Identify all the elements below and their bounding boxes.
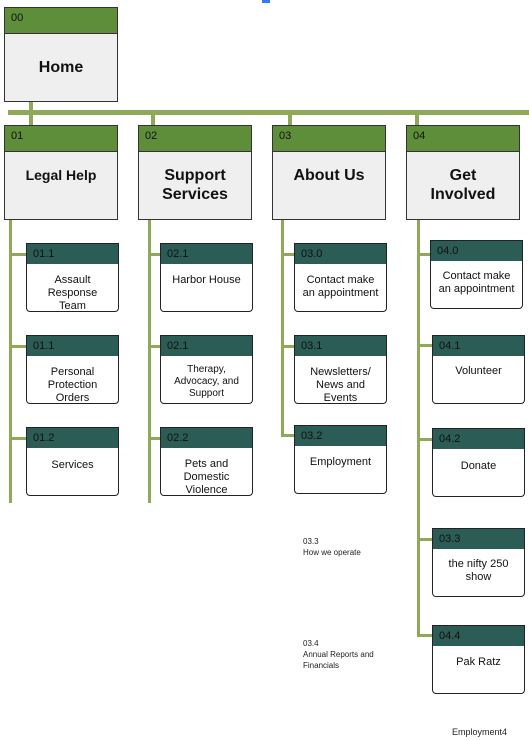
node-code: 01.1 <box>26 243 119 264</box>
node-code: 01.1 <box>26 335 119 356</box>
subpage-donate[interactable]: 04.2 Donate <box>432 428 525 497</box>
node-code: 04.1 <box>432 335 525 356</box>
branch <box>9 345 28 348</box>
node-code: 02 <box>138 125 252 152</box>
section-about-us[interactable]: 03 About Us <box>272 125 386 220</box>
section-support-services[interactable]: 02 Support Services <box>138 125 252 220</box>
subpage-nifty-250-show[interactable]: 03.3 the nifty 250 show <box>432 528 525 597</box>
node-label: Contact make an appointment <box>294 264 387 312</box>
node-label: Employment <box>294 446 387 494</box>
note-label: How we operate <box>303 548 361 557</box>
home-node[interactable]: 00 Home <box>4 7 118 102</box>
node-label: Services <box>26 448 119 496</box>
node-code: 02.1 <box>160 243 253 264</box>
node-code: 01.2 <box>26 427 119 448</box>
node-code: 03.2 <box>294 425 387 446</box>
subpage-contact-appointment[interactable]: 03.0 Contact make an appointment <box>294 243 387 312</box>
subpage-employment[interactable]: 03.2 Employment <box>294 425 387 494</box>
branch <box>417 634 432 637</box>
node-label: Therapy, Advocacy, and Support <box>160 356 253 404</box>
node-label: Pets and Domestic Violence <box>160 448 253 496</box>
spine-involved <box>417 219 420 637</box>
node-code: 04 <box>406 125 520 152</box>
node-label: Pak Ratz <box>432 646 525 694</box>
node-code: 03 <box>272 125 386 152</box>
subpage-newsletters-news-events[interactable]: 03.1 Newsletters/ News and Events <box>294 335 387 404</box>
note-annual-reports: 03.4 Annual Reports and Financials <box>303 638 393 671</box>
node-label: Home <box>4 34 118 102</box>
connector-home-down <box>29 102 33 114</box>
node-label: Volunteer <box>432 356 525 404</box>
connector-horizontal <box>8 110 529 115</box>
branch <box>148 345 162 348</box>
node-code: 03.1 <box>294 335 387 356</box>
node-label: About Us <box>272 152 386 220</box>
selection-marker <box>262 0 270 3</box>
node-code: 02.2 <box>160 427 253 448</box>
section-legal-help[interactable]: 01 Legal Help <box>4 125 118 220</box>
connector-04 <box>415 113 419 125</box>
node-code: 04.2 <box>432 428 525 449</box>
node-label: Harbor House <box>160 264 253 312</box>
node-label: Get Involved <box>406 152 520 220</box>
spine-legal <box>9 219 12 503</box>
branch <box>417 253 432 256</box>
node-label: Newsletters/ News and Events <box>294 356 387 404</box>
subpage-volunteer[interactable]: 04.1 Volunteer <box>432 335 525 404</box>
subpage-therapy-advocacy-support[interactable]: 02.1 Therapy, Advocacy, and Support <box>160 335 253 404</box>
subpage-pets-domestic-violence[interactable]: 02.2 Pets and Domestic Violence <box>160 427 253 496</box>
branch <box>148 253 162 256</box>
connector-02 <box>151 113 155 125</box>
branch <box>148 437 162 440</box>
subpage-services[interactable]: 01.2 Services <box>26 427 119 496</box>
node-label: Donate <box>432 449 525 497</box>
subpage-assault-response-team[interactable]: 01.1 Assault Response Team <box>26 243 119 312</box>
node-code: 03.3 <box>432 528 525 549</box>
node-code: 04.4 <box>432 625 525 646</box>
branch <box>417 538 432 541</box>
branch <box>9 253 28 256</box>
branch <box>9 437 28 440</box>
note-code: 03.4 <box>303 639 319 648</box>
spine-about <box>281 219 284 437</box>
node-label: Contact make an appointment <box>430 261 523 309</box>
branch <box>281 345 296 348</box>
subpage-personal-protection-orders[interactable]: 01.1 Personal Protection Orders <box>26 335 119 404</box>
node-label: Assault Response Team <box>26 264 119 312</box>
note-label: Annual Reports and Financials <box>303 650 374 670</box>
node-code: 01 <box>4 125 118 152</box>
spine-support <box>148 219 151 503</box>
connector-01 <box>29 113 33 125</box>
node-code: 03.0 <box>294 243 387 264</box>
subpage-harbor-house[interactable]: 02.1 Harbor House <box>160 243 253 312</box>
subpage-pak-ratz[interactable]: 04.4 Pak Ratz <box>432 625 525 694</box>
node-label: Support Services <box>138 152 252 220</box>
connector-03 <box>288 113 292 125</box>
note-how-we-operate: 03.3 How we operate <box>303 536 403 558</box>
note-code: 03.3 <box>303 537 319 546</box>
branch <box>281 253 296 256</box>
node-label: the nifty 250 show <box>432 549 525 597</box>
subpage-contact-appointment-involved[interactable]: 04.0 Contact make an appointment <box>430 240 523 309</box>
branch <box>281 434 296 437</box>
branch <box>417 344 432 347</box>
section-get-involved[interactable]: 04 Get Involved <box>406 125 520 220</box>
node-code: 02.1 <box>160 335 253 356</box>
node-label: Personal Protection Orders <box>26 356 119 404</box>
node-code: 04.0 <box>430 240 523 261</box>
footer-label: Employment4 <box>452 727 508 737</box>
node-label: Legal Help <box>4 152 118 220</box>
node-code: 00 <box>4 7 118 34</box>
branch <box>417 438 432 441</box>
